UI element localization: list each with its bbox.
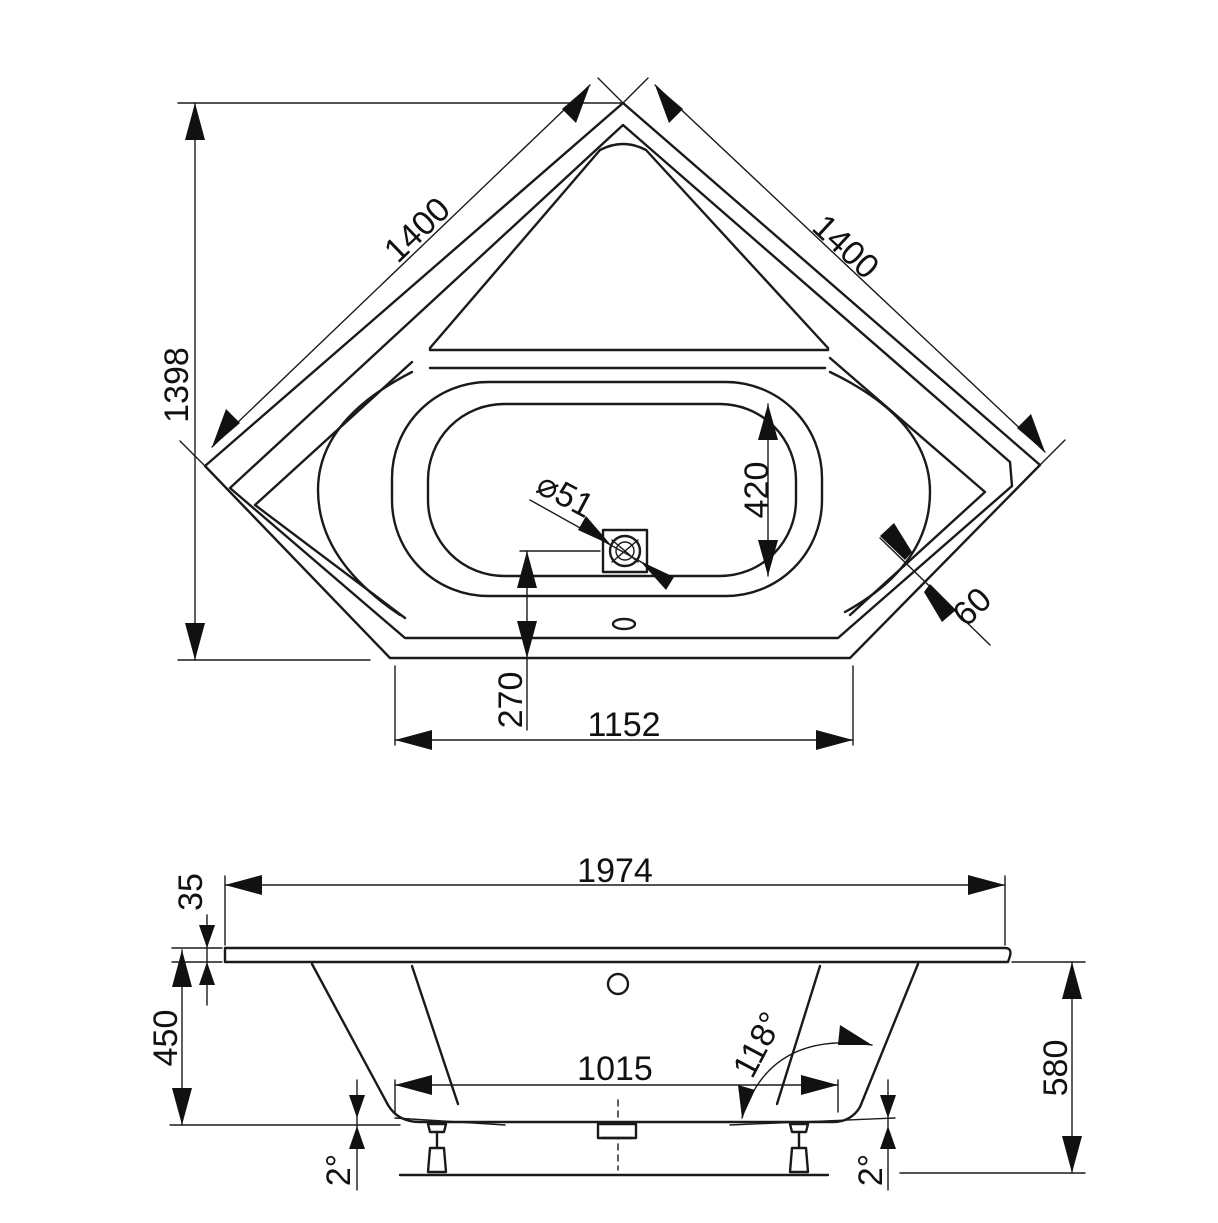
dim-slope-right: 2° [852,1079,896,1191]
basin-side-left [316,370,414,617]
dim-total-height: 580 [899,961,1086,1174]
dim-front-width-label: 1152 [587,706,660,744]
dim-overall-height: 1398 [158,102,624,661]
dim-overall-height-label: 1398 [158,347,196,423]
dim-depth: 450 [147,949,192,1126]
dim-rim-thickness: 35 [171,873,223,1006]
corner-shelf [428,142,830,352]
dim-slope-left-label: 2° [320,1154,358,1187]
dim-overall-length-label: 1974 [577,852,653,890]
top-view: 1398 1400 1400 420 [158,77,1066,750]
dim-front-width: 1152 [394,665,854,750]
inner-wall-left [410,964,460,1106]
tub-rim-outline [228,123,1014,640]
dim-rim-width: 60 [879,523,1000,646]
dim-slope-left: 2° [320,1079,365,1191]
tub-rim [223,946,1012,964]
basin-side-right [828,370,932,614]
overflow-icon-side [606,972,630,996]
dim-bottom-length: 1015 [394,1050,839,1113]
drain-icon [601,528,649,574]
dim-overall-length: 1974 [224,852,1006,946]
tub-body [310,962,920,1124]
dim-drain-offset-label: 270 [492,672,530,729]
dim-left-side: 1400 [179,77,624,467]
drain-icon-side [596,1122,638,1140]
inner-wall-right [775,964,822,1106]
basin-outer [390,380,824,598]
side-view: 1974 35 450 580 [147,852,1086,1191]
dim-bottom-length-label: 1015 [577,1050,653,1088]
basin-inner [426,402,798,578]
dim-inner-length-label: 420 [738,462,776,519]
dim-total-height-label: 580 [1037,1040,1075,1097]
left-groove [253,360,414,620]
dim-right-side-label: 1400 [805,207,886,286]
tub-outer-outline [203,101,1042,660]
dim-right-side: 1400 [622,77,1066,466]
dim-drain-diameter-label: ⌀51 [531,465,600,526]
dim-wall-angle-label: 118° [726,1006,791,1084]
dim-depth-label: 450 [147,1010,185,1067]
dim-drain-offset: 270 [492,550,601,731]
dim-slope-right-label: 2° [852,1154,890,1187]
dim-inner-length: 420 [738,403,778,577]
leg-left [426,1122,448,1174]
leg-right [788,1122,810,1174]
overflow-icon [611,617,637,631]
dim-rim-thickness-label: 35 [172,873,210,911]
dim-wall-angle: 118° [726,1006,873,1119]
dim-rim-width-label: 60 [946,580,1000,634]
